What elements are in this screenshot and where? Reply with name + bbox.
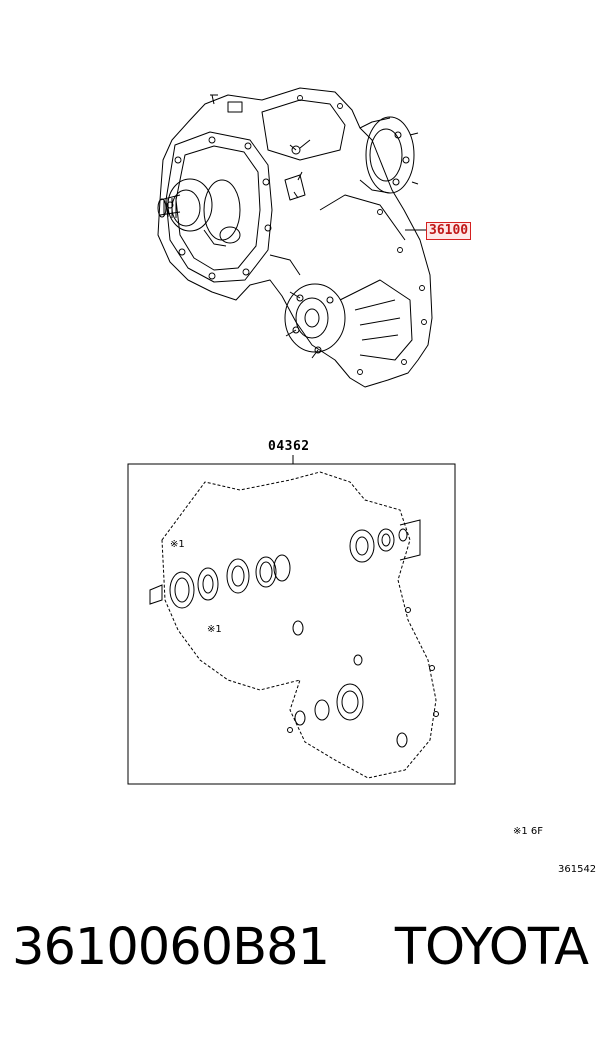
brand-name: TOYOTA bbox=[394, 918, 589, 977]
note-legend: ※1 6F bbox=[513, 826, 544, 837]
note-mark-seal: ※1 bbox=[170, 539, 185, 550]
front-output-flange bbox=[284, 283, 346, 359]
input-shaft bbox=[157, 178, 213, 232]
cover-bolts bbox=[166, 136, 272, 280]
gasket-kit-parts bbox=[149, 471, 439, 779]
callout-36100[interactable]: 36100 bbox=[426, 222, 472, 240]
reference-code: 361542 bbox=[558, 864, 597, 875]
part-number: 3610060B81 bbox=[12, 918, 330, 977]
rear-output-flange bbox=[359, 116, 419, 194]
gasket-kit-frame bbox=[127, 463, 456, 785]
note-mark-bearing: ※1 bbox=[207, 624, 222, 635]
parts-diagram bbox=[127, 87, 456, 785]
footer: 3610060B81 TOYOTA bbox=[0, 915, 600, 995]
callout-04362[interactable]: 04362 bbox=[268, 439, 310, 454]
transfer-case-assembly bbox=[157, 87, 433, 388]
